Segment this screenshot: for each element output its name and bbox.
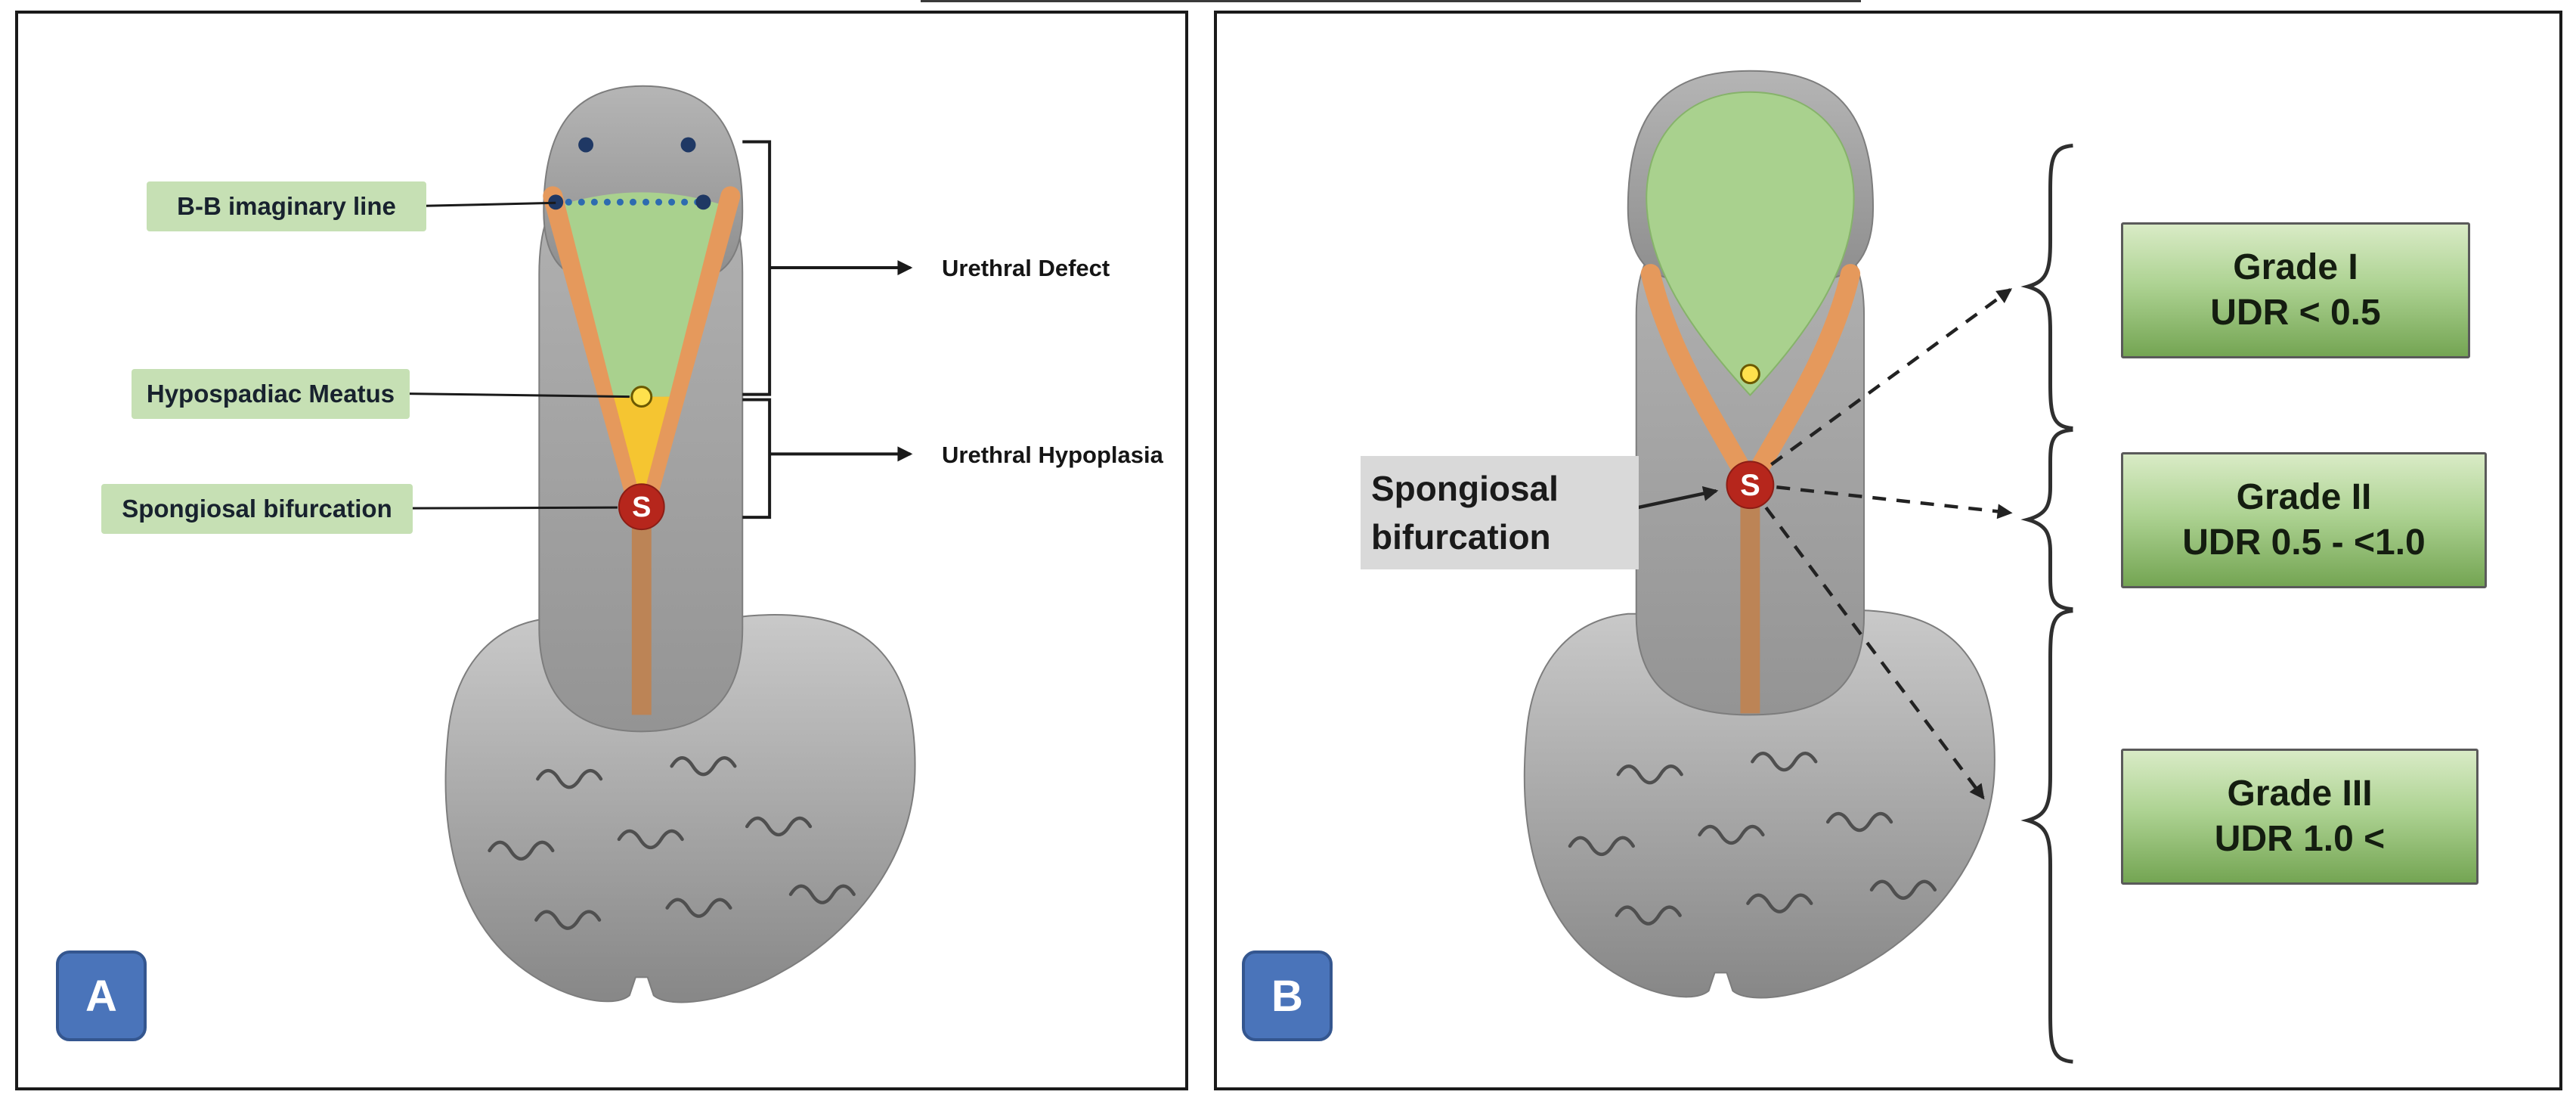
grade-2-title: Grade II [2236,477,2372,517]
label-bb-imaginary-line: B-B imaginary line [147,181,426,231]
label-spongiosal-bifurcation-b: Spongiosal bifurcation [1361,456,1639,569]
panel-a-illustration: S [407,85,916,1003]
scrotum-a [444,614,916,1003]
panel-a: S B-B imaginary line Hypospadiac Meatus … [15,11,1188,1090]
panel-b: S Spongiosal bifurcation Grade I UDR < 0… [1214,11,2562,1090]
panel-a-badge: A [56,950,147,1041]
label-hypospadiac-meatus: Hypospadiac Meatus [132,369,410,419]
label-connectors-a [407,201,630,510]
grade-box-1: Grade I UDR < 0.5 [2121,222,2470,358]
grade-box-3: Grade III UDR 1.0 < [2121,749,2478,885]
urethral-plate-a [565,192,719,397]
bracket-urethral-hypoplasia [742,398,913,519]
split-spongiosum-b [1640,264,1861,485]
label-spongiosal-bifurcation-a: Spongiosal bifurcation [101,484,413,534]
panel-b-badge: B [1242,950,1333,1041]
bifurcation-arrow [1637,485,1719,510]
urethral-plate-b [1646,91,1855,397]
grade-braces [2020,144,2073,1064]
dashed-arrow-grade-3 [1764,506,1985,800]
grade-3-title: Grade III [2227,774,2373,814]
s-marker-a: S [618,483,665,531]
annotation-urethral-hypoplasia: Urethral Hypoplasia [942,442,1163,468]
grade-2-udr: UDR 0.5 - <1.0 [2182,523,2426,563]
grade-3-udr: UDR 1.0 < [2214,819,2386,859]
grade-1-udr: UDR < 0.5 [2210,293,2381,333]
split-spongiosum-a [543,186,741,513]
dashed-arrow-grade-2 [1776,485,2013,519]
brace-grade-1 [2020,144,2073,430]
s-marker-b: S [1726,461,1775,510]
dashed-arrow-grade-1 [1770,288,2013,467]
hypospadiac-meatus-marker-a [630,386,653,408]
brace-grade-2 [2020,427,2073,612]
crop-artifact-line [921,0,1861,2]
hypospadiac-meatus-marker-b [1739,364,1760,385]
bracket-urethral-defect [742,140,913,396]
grade-1-title: Grade I [2233,247,2358,287]
s-marker-b-letter: S [1740,469,1760,502]
panel-b-illustration: S [1523,70,2073,1064]
bb-dots [548,137,711,210]
hypoplastic-urethra-a [613,396,670,503]
scrotum-b [1523,609,1995,999]
udr-dashed-arrows [1764,288,2013,800]
brace-grade-3 [2020,609,2073,1064]
s-marker-a-letter: S [632,492,651,523]
annotation-urethral-defect: Urethral Defect [942,255,1110,281]
grade-box-2: Grade II UDR 0.5 - <1.0 [2121,452,2487,588]
